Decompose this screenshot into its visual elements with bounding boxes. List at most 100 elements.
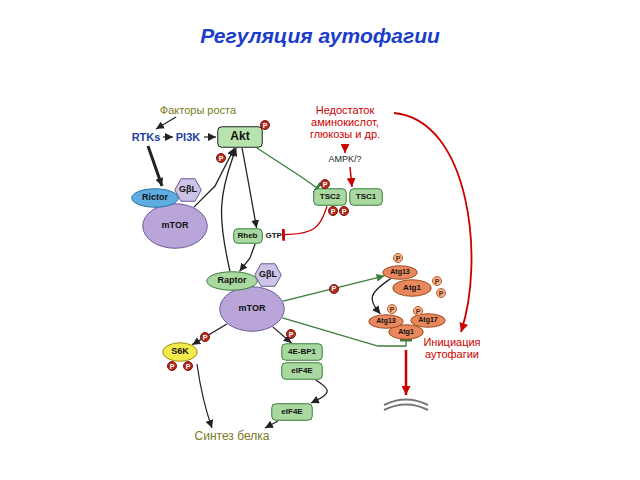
- node-outline: [143, 204, 208, 249]
- label-box: Инициация аутофагии: [412, 336, 492, 360]
- phospho-mark: P: [416, 308, 421, 315]
- protein-name: Atg13: [376, 317, 395, 325]
- protein-name: Raptor: [218, 276, 247, 286]
- pathway-connector: [283, 276, 385, 301]
- node-outline: [282, 363, 323, 380]
- protein-node: RhebGTP: [233, 228, 284, 244]
- protein-node: Atg13: [368, 314, 404, 329]
- phospho-mark: P: [323, 181, 328, 188]
- node-outline: [233, 229, 262, 244]
- phospho-dot: P: [432, 276, 442, 286]
- phospho-dot: P: [328, 206, 338, 216]
- node-outline: [383, 265, 418, 279]
- label-box: PI3K: [176, 131, 200, 143]
- protein-node: eIF4E: [281, 362, 323, 380]
- phospho-dot: P: [216, 153, 226, 163]
- protein-name: Akt: [230, 130, 249, 143]
- phospho-mark: P: [203, 334, 208, 341]
- pi3k-akt-arrow: [204, 136, 216, 137]
- phospho-dot: P: [413, 306, 423, 316]
- growth-factor-arrow: [156, 117, 176, 129]
- label-box: RTKs: [132, 131, 161, 143]
- node-outline: [282, 344, 323, 361]
- protein-name: GβL: [179, 185, 197, 195]
- pathway-connector: [311, 380, 327, 403]
- bound-nucleotide: GTP: [266, 232, 282, 241]
- starvation-ampk-arrow: [344, 144, 346, 153]
- phospho-dot: P: [183, 361, 193, 371]
- phospho-mark: P: [390, 306, 395, 313]
- node-outline: [369, 314, 404, 328]
- membrane-arc: [384, 405, 428, 411]
- phospho-dot: P: [387, 304, 397, 314]
- protein-name: Atg13: [390, 268, 409, 276]
- phospho-mark: P: [289, 331, 294, 338]
- pathway-connector: [284, 206, 328, 235]
- node-outline: [314, 189, 347, 206]
- protein-node: Rictor: [131, 188, 179, 208]
- label-box: AMPK/?: [328, 155, 361, 165]
- pathway-connector: [242, 148, 257, 228]
- phospho-mark: P: [219, 155, 224, 162]
- label: Инициация аутофагии: [412, 336, 492, 360]
- protein-name: Rictor: [142, 193, 168, 203]
- phospho-dot: P: [436, 288, 446, 298]
- protein-name: Atg1: [403, 284, 421, 293]
- starvation-autophagy-curve: [394, 113, 472, 332]
- phospho-mark: P: [331, 208, 336, 215]
- protein-node: TSC2: [313, 188, 347, 206]
- pathway-connector: [194, 148, 235, 207]
- pathway-connector: [192, 324, 227, 345]
- protein-name: eIF4E: [291, 367, 312, 376]
- protein-name: GβL: [259, 270, 277, 280]
- phospho-dot: P: [339, 206, 349, 216]
- phospho-mark: P: [439, 290, 444, 297]
- phospho-dot: P: [329, 284, 339, 294]
- protein-name: eIF4E: [281, 408, 302, 417]
- protein-name: Rheb: [233, 232, 263, 241]
- label: RTKs: [132, 131, 161, 143]
- ampk-tsc-arrow: [350, 167, 352, 187]
- phospho-dot: P: [200, 332, 210, 342]
- protein-name: Atg17: [418, 316, 437, 324]
- node-outline: [132, 189, 179, 208]
- protein-name: TSC2: [320, 193, 340, 202]
- protein-node: Atg13: [382, 265, 418, 280]
- pathway-connector: [257, 148, 317, 188]
- s6k-synthesis-arrow: [197, 364, 212, 428]
- protein-node: S6K: [162, 342, 198, 362]
- phospho-mark: P: [263, 122, 268, 129]
- rtk-pi3k-arrow: [163, 136, 173, 137]
- phospho-mark: P: [342, 208, 347, 215]
- label: Недостаток аминокислот, глюкозы и др.: [299, 104, 391, 140]
- label-box: Недостаток аминокислот, глюкозы и др.: [299, 104, 391, 140]
- protein-node: Raptor: [206, 271, 258, 291]
- node-outline: [350, 189, 383, 206]
- phospho-dot: P: [286, 329, 296, 339]
- pathway-connector: [282, 318, 406, 346]
- node-outline: [389, 325, 424, 340]
- node-outline: [175, 179, 202, 202]
- pathway-connector: [222, 148, 237, 271]
- node-outline: [163, 343, 198, 362]
- protein-name: Atg1: [398, 328, 414, 336]
- phospho-mark: P: [170, 363, 175, 370]
- protein-name: S6K: [171, 347, 189, 357]
- protein-node: Akt: [217, 126, 263, 148]
- protein-name: 4E-BP1: [288, 348, 316, 357]
- edge-label: P: [331, 285, 336, 292]
- title: Регуляция аутофагии: [200, 24, 440, 47]
- phospho-dot: P: [393, 253, 403, 263]
- phospho-mark: P: [186, 363, 191, 370]
- label-box: Синтез белка: [195, 430, 270, 443]
- protein-node: mTOR: [219, 286, 285, 332]
- node-outline: [207, 272, 258, 291]
- label: PI3K: [176, 131, 200, 143]
- autophagy-arrow: [405, 350, 408, 395]
- protein-name: TSC1: [356, 193, 376, 202]
- phospho-dot: P: [167, 361, 177, 371]
- phospho-dot: P: [320, 179, 330, 189]
- protein-node: eIF4E: [271, 403, 313, 421]
